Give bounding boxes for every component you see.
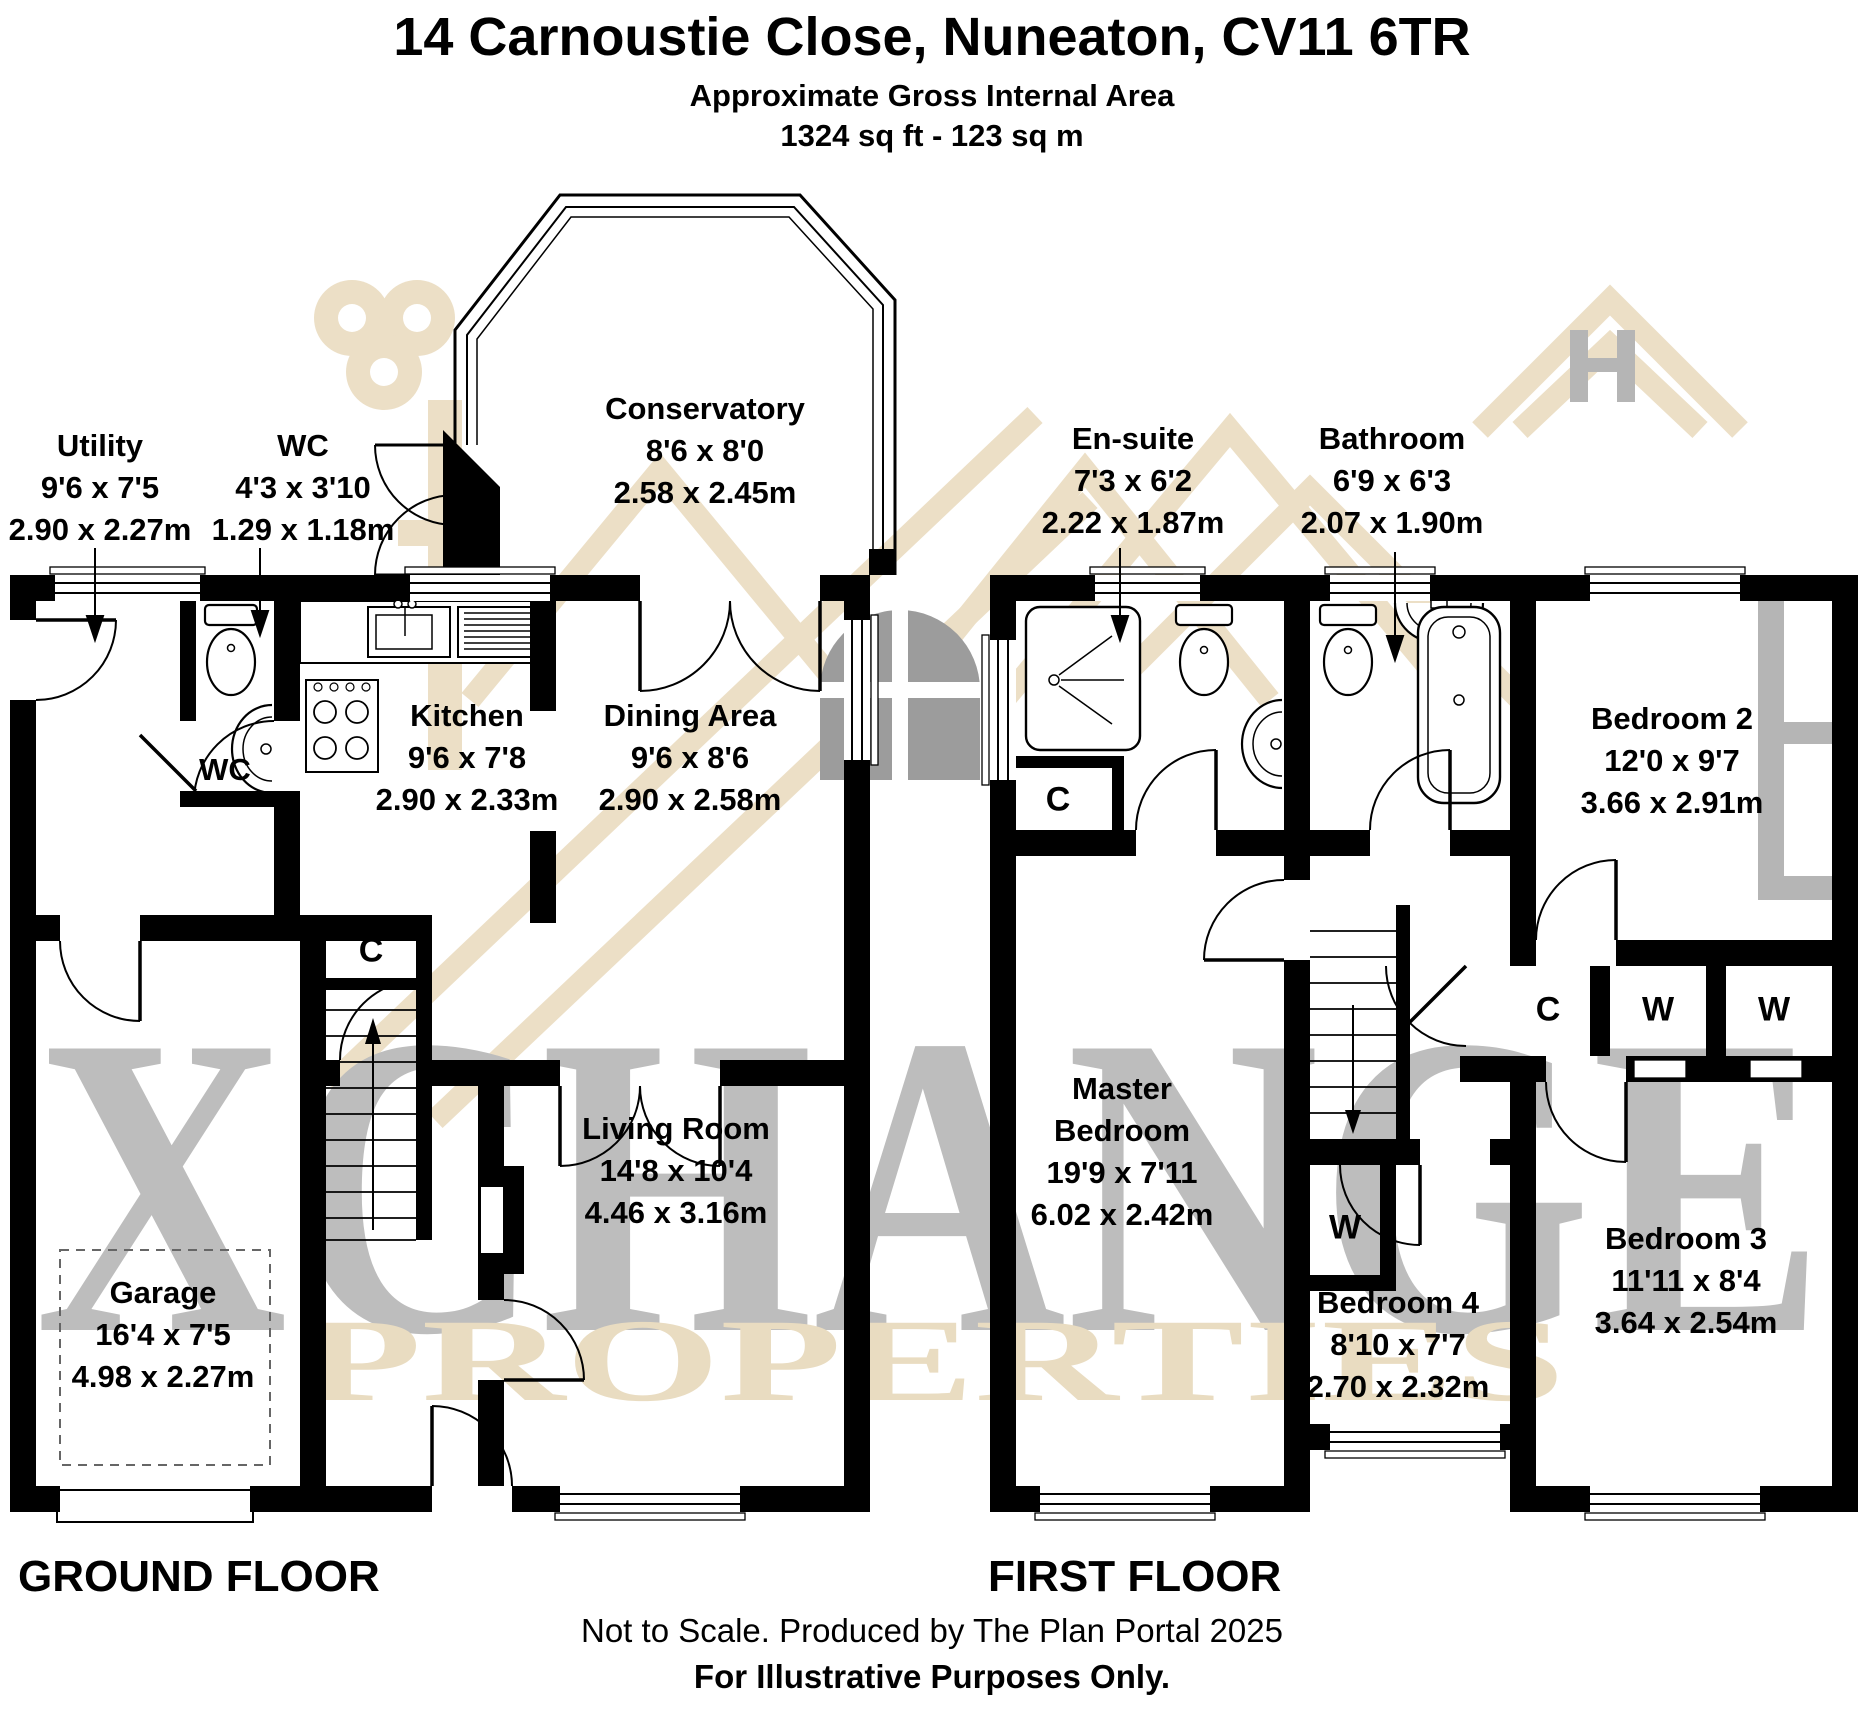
garage-dashed-area	[59, 1249, 271, 1466]
first-floor-walls	[990, 575, 1858, 1512]
staircase-ground	[326, 1009, 416, 1241]
toilet-icon	[1318, 603, 1378, 697]
first-floor-title: FIRST FLOOR	[988, 1552, 1282, 1601]
ground-floor-walls	[10, 575, 870, 1512]
wardrobe-label-1: W	[1641, 990, 1675, 1029]
closet-label-ground: C	[358, 931, 384, 970]
footer-illustrative: For Illustrative Purposes Only.	[693, 1658, 1171, 1695]
windows	[981, 566, 1803, 1521]
ground-floor-title: GROUND FLOOR	[18, 1552, 380, 1601]
bathtub-icon	[1416, 605, 1502, 805]
hob-icon	[305, 679, 379, 773]
toilet-icon	[1174, 603, 1234, 697]
first-floor-plan	[981, 548, 1858, 1521]
ground-floor-plan	[10, 193, 897, 1523]
svg-text:PROPERTIES: PROPERTIES	[300, 1295, 1565, 1426]
shower-icon	[1024, 605, 1142, 752]
staircase-first	[1310, 930, 1396, 1134]
footer-disclaimer: Not to Scale. Produced by The Plan Porta…	[581, 1612, 1283, 1649]
gross-internal-area: 1324 sq ft - 123 sq m	[780, 118, 1084, 153]
conservatory-bay	[443, 193, 897, 575]
sink-icon	[1240, 698, 1283, 790]
closet-label-ensuite: C	[1045, 780, 1071, 819]
door-arcs	[35, 600, 822, 1487]
subtitle: Approximate Gross Internal Area	[689, 78, 1175, 113]
toilet-icon	[203, 603, 259, 697]
page-title: 14 Carnoustie Close, Nuneaton, CV11 6TR	[393, 7, 1471, 67]
windows	[49, 566, 879, 1523]
closet-label-first: C	[1535, 990, 1561, 1029]
wc-inner-label: WC	[199, 752, 251, 787]
wardrobe-label-3: W	[1328, 1208, 1362, 1247]
label-arrows	[85, 548, 270, 644]
wardrobe-label-2: W	[1757, 990, 1791, 1029]
label-arrows	[1110, 548, 1405, 664]
door-arcs	[1135, 749, 1628, 1246]
